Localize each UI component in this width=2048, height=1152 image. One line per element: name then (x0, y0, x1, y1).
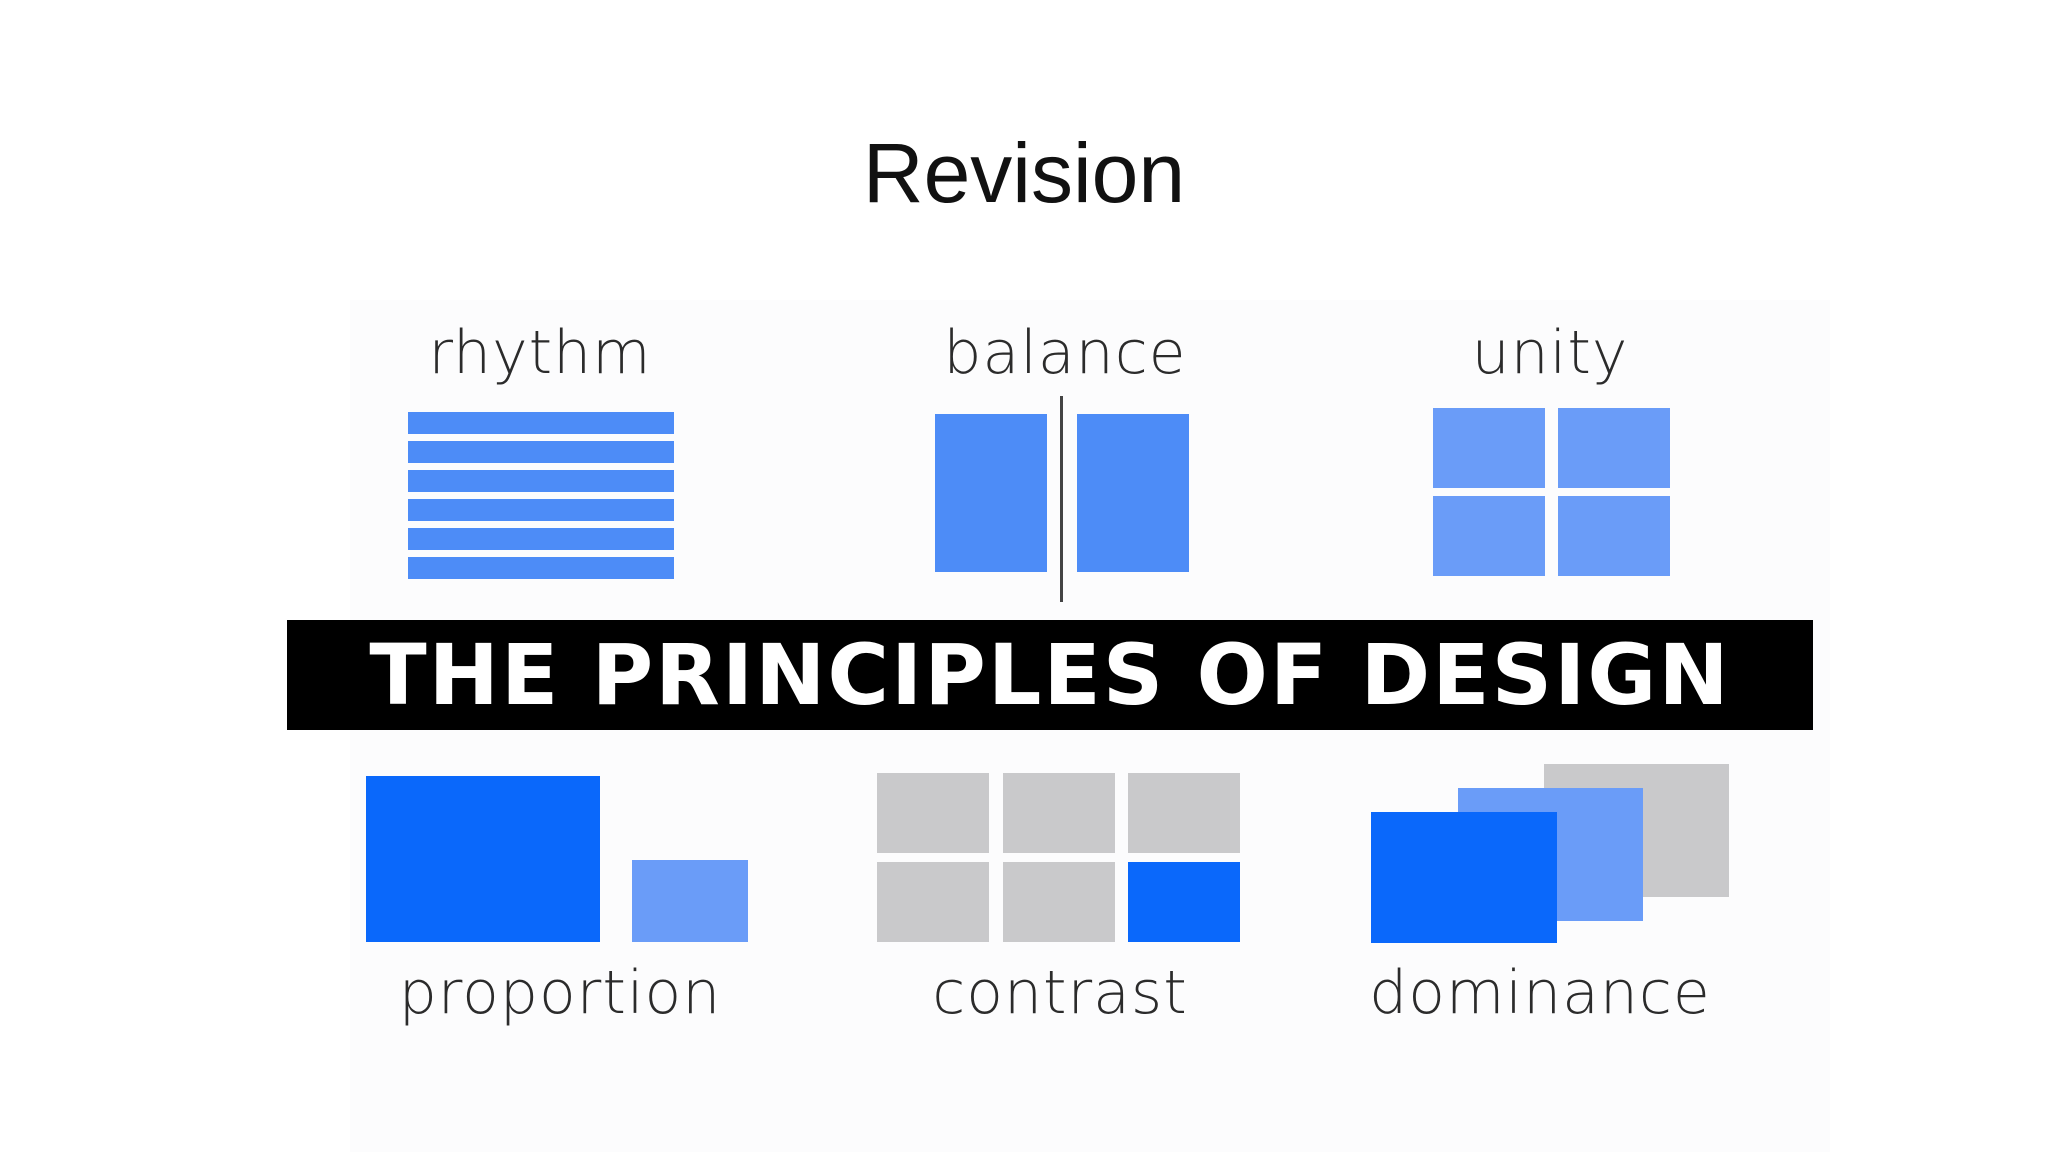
label-dominance: dominance (1369, 958, 1711, 1028)
contrast-cell (1003, 862, 1115, 942)
rhythm-stripe (408, 412, 674, 434)
balance-right-block (1077, 414, 1189, 572)
label-unity: unity (1471, 318, 1629, 388)
title-banner: THE PRINCIPLES OF DESIGN (287, 620, 1813, 730)
label-contrast: contrast (932, 958, 1188, 1028)
unity-cell (1558, 496, 1670, 576)
contrast-cell (877, 773, 989, 853)
unity-cell (1433, 496, 1545, 576)
label-rhythm: rhythm (428, 318, 652, 388)
rhythm-stripe (408, 557, 674, 579)
rhythm-stripe (408, 470, 674, 492)
slide-title: Revision (862, 126, 1186, 220)
banner-text: THE PRINCIPLES OF DESIGN (369, 626, 1731, 724)
proportion-large-block (366, 776, 600, 942)
label-proportion: proportion (398, 958, 722, 1028)
contrast-cell (1128, 773, 1240, 853)
rhythm-stripe (408, 499, 674, 521)
rhythm-stripe (408, 441, 674, 463)
label-balance: balance (943, 318, 1187, 388)
contrast-cell (877, 862, 989, 942)
balance-axis-line (1060, 396, 1063, 602)
rhythm-stripe (408, 528, 674, 550)
contrast-cell-highlight (1128, 862, 1240, 942)
unity-cell (1433, 408, 1545, 488)
contrast-cell (1003, 773, 1115, 853)
proportion-small-block (632, 860, 748, 942)
unity-cell (1558, 408, 1670, 488)
balance-left-block (935, 414, 1047, 572)
dominance-front-block (1371, 812, 1557, 943)
